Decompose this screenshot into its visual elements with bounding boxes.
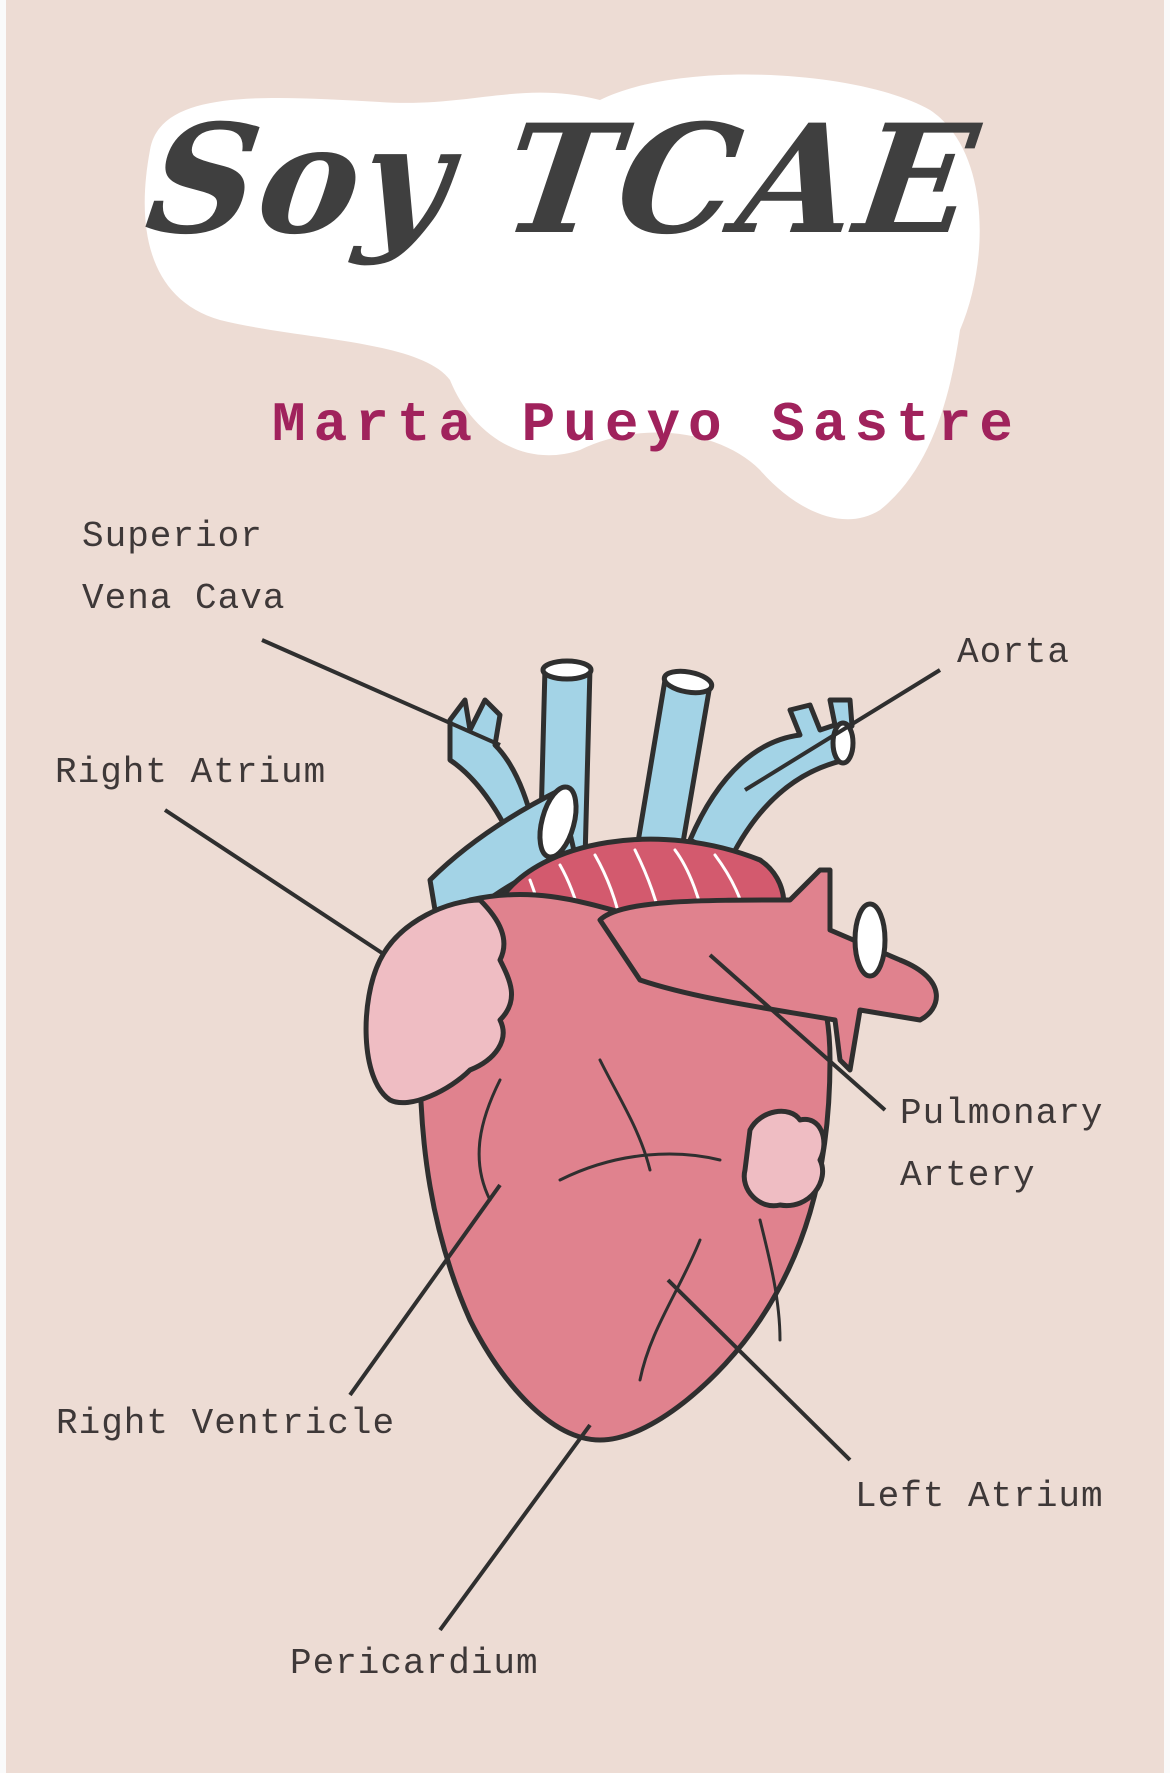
label-pulmonary-artery: Pulmonary Artery [900,1083,1103,1207]
label-left-atrium: Left Atrium [855,1476,1104,1517]
label-pericardium: Pericardium [290,1643,539,1684]
label-right-atrium: Right Atrium [55,752,327,793]
author-name: Marta Pueyo Sastre [272,393,1021,457]
label-superior-vena-cava-line1: Superior [82,516,263,557]
label-superior-vena-cava: Superior Vena Cava [82,506,285,630]
page-border-right [1164,0,1170,1773]
label-superior-vena-cava-line2: Vena Cava [82,578,286,619]
label-right-ventricle: Right Ventricle [56,1403,396,1444]
title-background-blob [144,74,980,520]
page-border-left [0,0,6,1773]
label-aorta: Aorta [957,632,1071,673]
label-pulmonary-artery-line1: Pulmonary [900,1093,1104,1134]
label-pulmonary-artery-line2: Artery [900,1155,1036,1196]
